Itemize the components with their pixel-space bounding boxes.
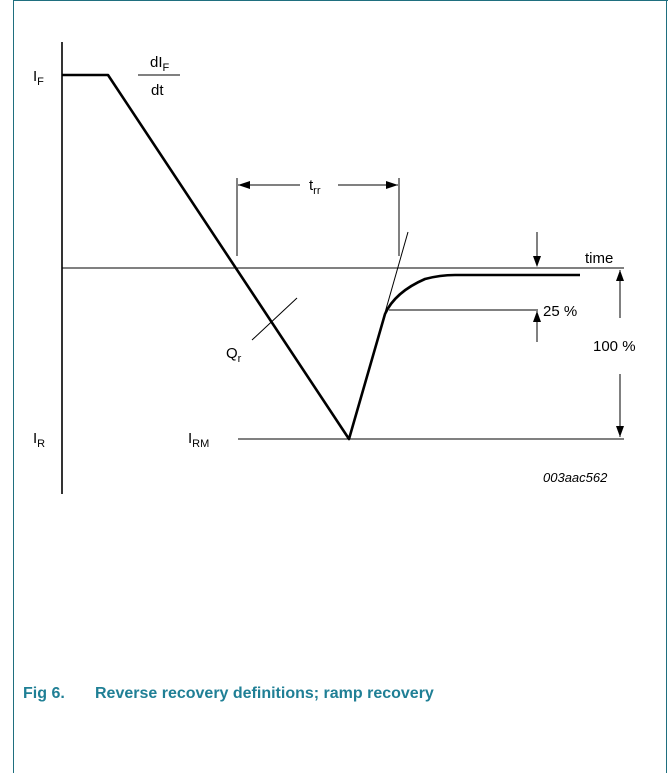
current-waveform [62, 73, 580, 441]
figure-caption: Fig 6. Reverse recovery definitions; ramp… [23, 685, 434, 703]
trr-arrow-left-head [238, 181, 250, 189]
dt-label: dt [151, 82, 164, 99]
time-label: time [585, 250, 613, 267]
pct25-label: 25 % [543, 303, 577, 320]
recovery-tangent-line [348, 231, 409, 440]
pct100-arrow-top-head [616, 270, 624, 281]
figure-title: Reverse recovery definitions; ramp recov… [95, 685, 434, 702]
frame-top-border [13, 0, 668, 1]
dif-label: dIF [150, 54, 170, 74]
ir-label: IR [33, 430, 45, 450]
pct25-arrow-bottom-head [533, 311, 541, 322]
figure-number: Fig 6. [23, 685, 65, 702]
pct100-arrow-bottom-head [616, 426, 624, 437]
frame-right-border [666, 0, 667, 773]
qr-leader-line [251, 297, 298, 341]
frame-left-border [13, 0, 14, 773]
if-label: IF [33, 68, 44, 88]
figure-code-label: 003aac562 [543, 470, 608, 485]
pct100-label: 100 % [593, 338, 636, 355]
trr-label: trr [309, 177, 321, 197]
qr-label: Qr [226, 345, 242, 365]
irm-label: IRM [188, 430, 209, 450]
pct25-arrow-top-head [533, 256, 541, 267]
trr-arrow-right-head [386, 181, 398, 189]
